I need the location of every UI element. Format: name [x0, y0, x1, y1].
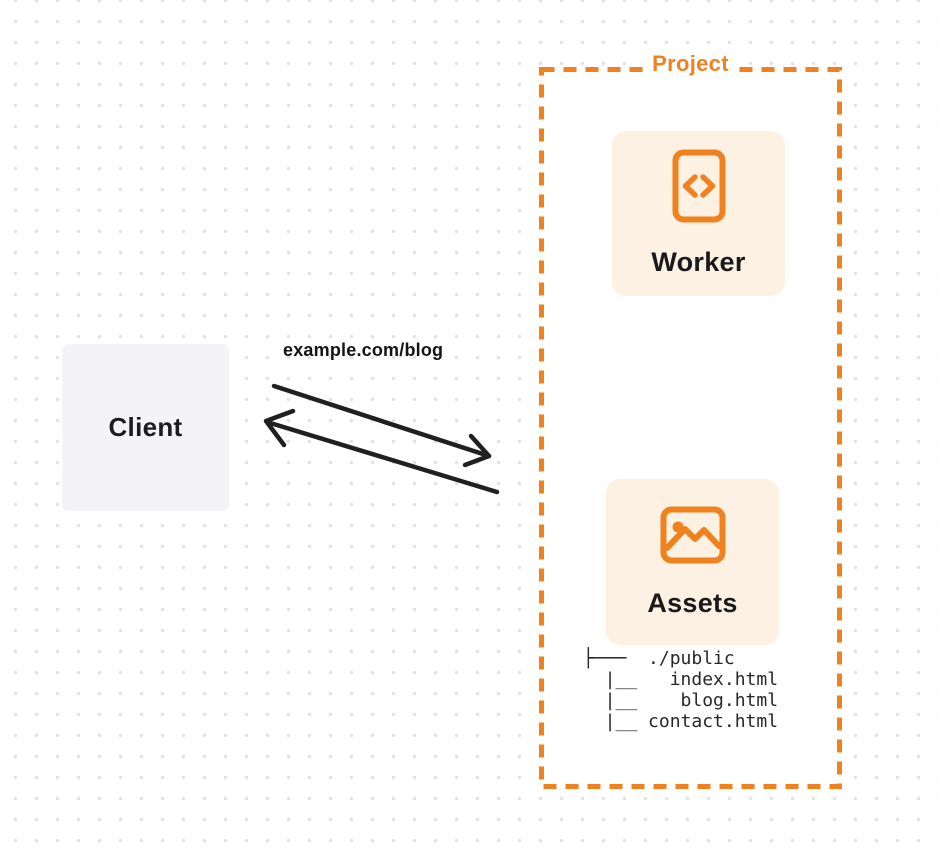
assets-file-tree: ├─── ./public |__ index.html |__ blog.ht… — [583, 648, 779, 732]
client-label: Client — [108, 412, 183, 442]
code-document-icon — [672, 149, 725, 223]
assets-label: Assets — [647, 587, 738, 618]
assets-node: Assets — [606, 479, 779, 645]
image-icon — [660, 506, 725, 563]
client-node: Client — [62, 344, 229, 511]
arrowhead-left-icon — [263, 408, 296, 448]
worker-label: Worker — [651, 247, 746, 277]
arrowhead-right-icon — [462, 433, 492, 468]
request-arrow — [271, 383, 492, 468]
response-arrow — [263, 408, 500, 495]
project-label: Project — [643, 51, 738, 77]
worker-node: Worker — [612, 131, 785, 296]
project-container: Project Worker Assets ├─── ./public |__ — [539, 51, 842, 789]
request-url-label: example.com/blog — [283, 340, 444, 360]
